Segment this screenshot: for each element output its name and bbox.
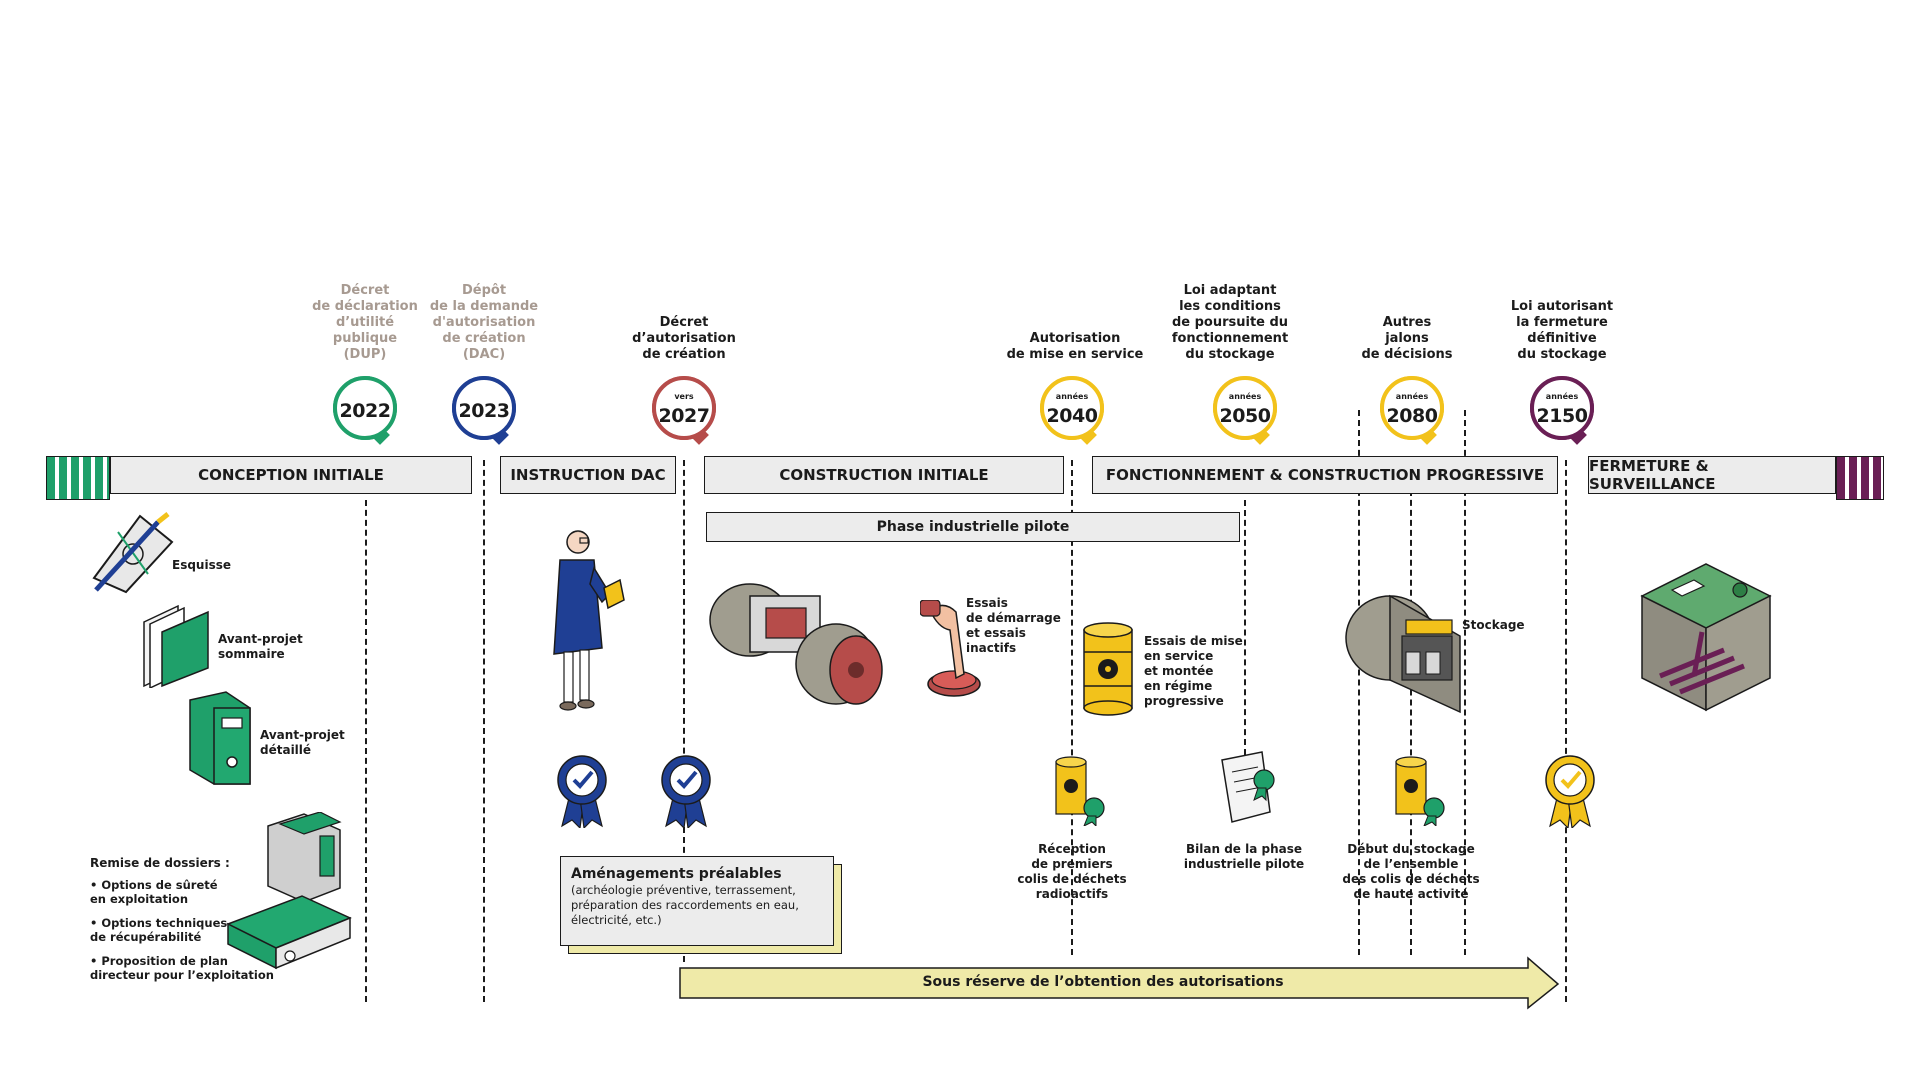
phase-label: CONCEPTION INITIALE [198,466,384,484]
badge-year: 2027 [658,405,710,427]
phase-instruction-dac: INSTRUCTION DAC [495,456,676,499]
badge-face: 2023 [452,376,516,440]
document-stack-icon [226,812,352,970]
milestone-line-2080c [1464,410,1466,955]
folder-icon [143,604,209,688]
repository-closure-icon [1640,563,1772,712]
label-reception: Réception de premiers colis de déchets r… [1017,842,1127,901]
badge-prefix: années [1055,392,1089,401]
phase-fermeture-surveillance: FERMETURE & SURVEILLANCE [1583,456,1836,499]
label-stockage: Stockage [1462,618,1525,632]
milestone-line-2022 [365,500,367,1002]
push-button-icon [920,600,981,697]
label-bilan: Bilan de la phase industrielle pilote [1183,842,1305,871]
label-avant-projet-sommaire: Avant-projet sommaire [218,632,303,661]
approval-rosette-icon [661,755,711,828]
sketch-icon [92,512,174,594]
badge-face: années 2080 [1380,376,1444,440]
badge-face: vers 2027 [652,376,716,440]
badge-prefix: vers [674,392,694,401]
phase-construction-initiale: CONSTRUCTION INITIALE [699,456,1064,499]
badge-year: 2022 [339,400,391,422]
badge-year: 2080 [1386,405,1438,427]
badge-face: années 2050 [1213,376,1277,440]
badge-face: années 2150 [1530,376,1594,440]
phase-label: FONCTIONNEMENT & CONSTRUCTION PROGRESSIV… [1105,466,1545,484]
badge-year: 2050 [1219,405,1271,427]
scientist-icon [553,530,625,711]
year-badge-2050: années 2050 [1213,376,1277,445]
amenagements-box: Aménagements préalables (archéologie pré… [560,856,834,946]
year-badge-2023: 2023 [452,376,516,445]
year-badge-2022: 2022 [333,376,397,445]
badge-year: 2150 [1536,405,1588,427]
badge-year: 2040 [1046,405,1098,427]
milestone-line-2023 [483,460,485,1002]
label-remise-title: Remise de dossiers : [90,856,230,870]
milestone-label-fermeture: Loi autorisant la fermeture définitive d… [1510,299,1614,362]
milestone-line-2050 [1244,500,1246,755]
label-esquisse: Esquisse [172,558,232,572]
label-essais-demarrage: Essais de démarrage et essais inactifs [966,596,1061,655]
year-badge-2027: vers 2027 [652,376,716,445]
milestone-line-2080a [1358,410,1360,955]
remise-item-3: • Proposition de plan directeur pour l’e… [90,954,274,982]
badge-prefix: années [1545,392,1579,401]
label-debut-stockage: Début du stockage de l’ensemble des coli… [1342,842,1480,901]
milestone-line-2027 [683,460,685,962]
badge-face: 2022 [333,376,397,440]
phase-label: INSTRUCTION DAC [510,466,666,484]
approval-rosette-icon [1545,755,1595,828]
milestone-line-2040 [1071,460,1073,955]
phase-stripes-right [1836,456,1884,500]
phase-stripes-left [46,456,110,500]
phase-label: CONSTRUCTION INITIALE [779,466,989,484]
amenagements-title: Aménagements préalables [571,866,782,882]
label-avant-projet-detaille: Avant-projet détaillé [260,728,345,757]
badge-face: années 2040 [1040,376,1104,440]
phase-conception-initiale: CONCEPTION INITIALE [105,456,472,499]
year-badge-2040: années 2040 [1040,376,1104,445]
certificate-scroll-icon [1221,751,1275,823]
milestone-label-decret: Décret d’autorisation de création [632,315,736,362]
milestone-label-dac: Dépôt de la demande d'autorisation de cr… [429,283,539,362]
arrow-label: Sous réserve de l’obtention des autorisa… [922,974,1284,990]
amenagements-body: (archéologie préventive, terrassement, p… [571,883,799,927]
remise-item-1: • Options de sûreté en exploitation [90,878,218,906]
radioactive-barrel-icon [1083,622,1133,716]
year-badge-2080: années 2080 [1380,376,1444,445]
authorization-arrow [679,956,1560,1010]
phase-label: Phase industrielle pilote [876,519,1070,535]
binder-icon [189,691,251,785]
storage-cell-icon [1345,594,1461,714]
phase-industrielle-pilote: Phase industrielle pilote [701,512,1240,547]
badge-prefix: années [1228,392,1262,401]
badge-year: 2023 [458,400,510,422]
milestone-label-dup: Décret de déclaration d’utilité publique… [312,283,418,362]
milestone-line-2080b [1410,460,1412,955]
milestone-line-2150 [1565,460,1567,1002]
phase-fonctionnement: FONCTIONNEMENT & CONSTRUCTION PROGRESSIV… [1087,456,1558,499]
radioactive-barrel-icon [1395,756,1445,826]
label-essais-mise-en-service: Essais de mise en service et montée en r… [1144,634,1243,708]
phase-label: FERMETURE & SURVEILLANCE [1589,457,1716,493]
radioactive-barrel-icon [1055,756,1105,826]
tunnel-boring-machine-icon [709,583,883,705]
badge-prefix: années [1395,392,1429,401]
milestone-label-mes: Autorisation de mise en service [1006,331,1144,362]
milestone-label-loi: Loi adaptant les conditions de poursuite… [1171,283,1289,362]
year-badge-2150: années 2150 [1530,376,1594,445]
milestone-label-autres: Autres jalons de décisions [1361,315,1453,362]
remise-item-2: • Options techniques de récupérabilité [90,916,228,944]
approval-rosette-icon [557,755,607,828]
